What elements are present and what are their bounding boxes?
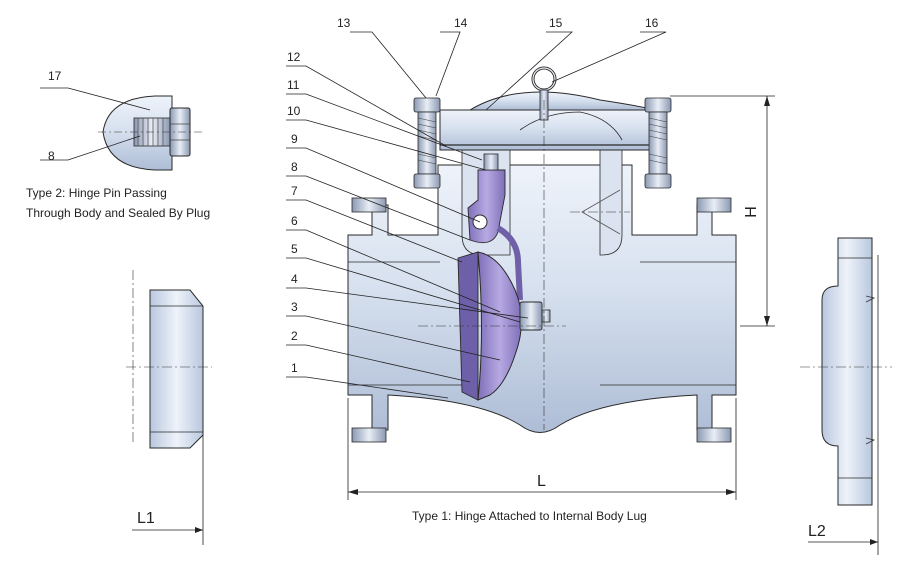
main-valve-body [347, 66, 737, 443]
callout-11: 11 [287, 78, 300, 92]
left-end-view: L1 [126, 270, 212, 545]
dimension-L1: L1 [137, 510, 155, 527]
dimension-L: L [537, 473, 546, 490]
callout-5: 5 [291, 242, 298, 256]
dimension-H: H [743, 206, 760, 218]
type2-plug-detail: 17 8 Type 2: Hinge Pin Passing Through B… [26, 69, 210, 220]
callout-3: 3 [291, 300, 298, 314]
type1-caption: Type 1: Hinge Attached to Internal Body … [412, 509, 647, 523]
dimension-L2: L2 [808, 523, 826, 540]
callout-12: 12 [287, 50, 301, 64]
callout-9: 9 [291, 132, 298, 146]
callout-6: 6 [291, 214, 298, 228]
callout-15: 15 [549, 16, 563, 30]
callout-16: 16 [645, 16, 659, 30]
callout-4: 4 [291, 272, 298, 286]
callout-8: 8 [291, 160, 298, 174]
callout-1: 1 [291, 361, 298, 375]
dimension-lines: L H Type 1: Hinge Attached to Internal B… [347, 95, 775, 523]
callout-labels: 1 2 3 4 5 6 7 8 9 10 11 12 13 14 15 16 [287, 16, 659, 375]
callout-7: 7 [291, 184, 298, 198]
right-end-view: L2 [800, 237, 892, 555]
callout-10: 10 [287, 104, 301, 118]
callout-leaders [286, 31, 667, 399]
type2-callout-17: 17 [48, 69, 62, 83]
type2-caption-line2: Through Body and Sealed By Plug [26, 206, 210, 220]
callout-2: 2 [291, 329, 298, 343]
type2-caption-line1: Type 2: Hinge Pin Passing [26, 186, 167, 200]
callout-14: 14 [454, 16, 468, 30]
callout-13: 13 [337, 16, 351, 30]
type2-callout-8: 8 [48, 149, 55, 163]
